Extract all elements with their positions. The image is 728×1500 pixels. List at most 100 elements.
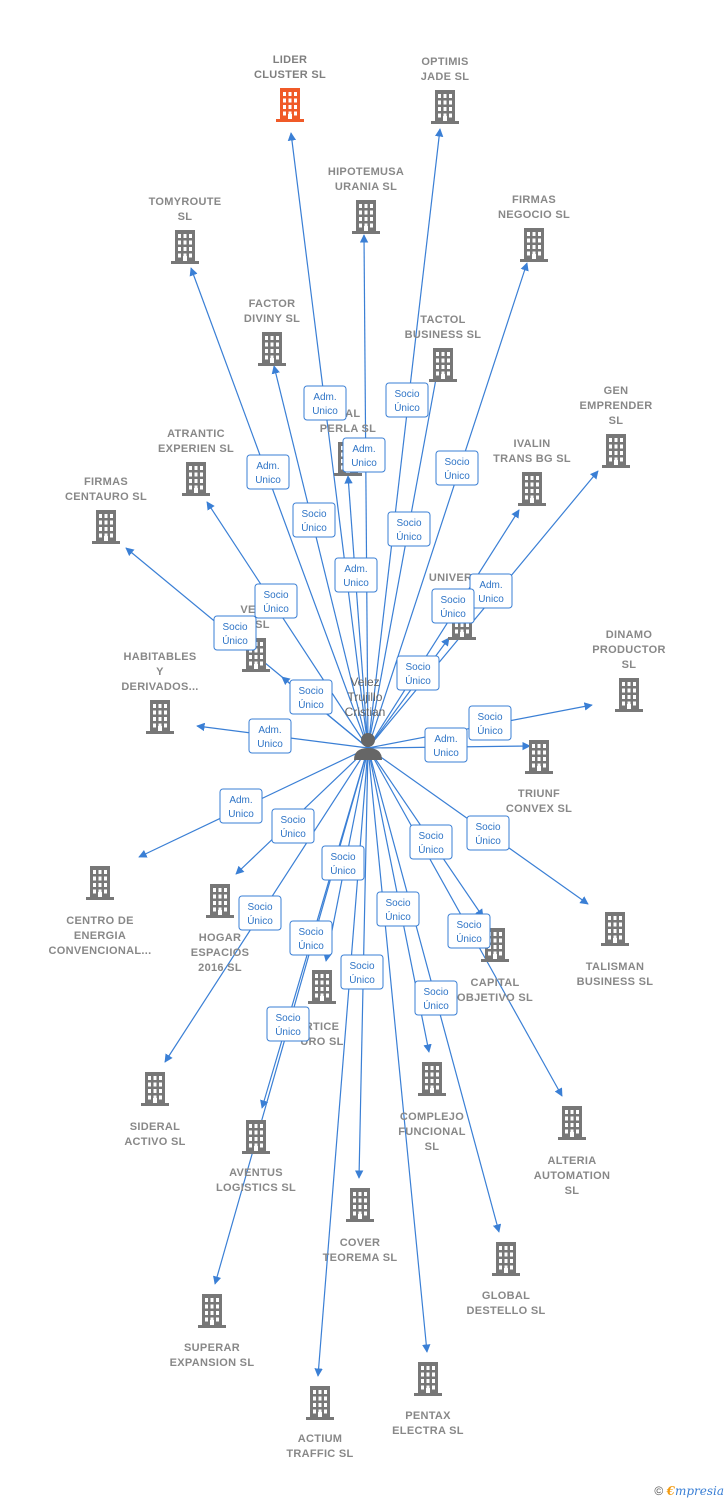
brand-logo[interactable]: €mpresia: [666, 1484, 724, 1498]
role-badge[interactable]: Adm.Unico: [246, 454, 290, 490]
role-text: Socio: [423, 987, 448, 998]
role-text: Unico: [343, 578, 369, 589]
building-icon: [418, 1062, 446, 1096]
building-icon: [492, 1242, 520, 1276]
role-text: Adm.: [258, 725, 281, 736]
building-icon: [601, 912, 629, 946]
role-badge[interactable]: Adm.Unico: [334, 557, 378, 593]
building-icon: [429, 348, 457, 382]
role-badge[interactable]: Adm.Unico: [219, 788, 263, 824]
role-text: Único: [423, 999, 449, 1012]
role-badge[interactable]: Adm.Unico: [424, 727, 468, 763]
role-text: Único: [418, 843, 444, 856]
role-text: Socio: [475, 822, 500, 833]
role-text: Socio: [222, 622, 247, 633]
edge-tomyroute: [189, 267, 369, 749]
role-text: Único: [394, 401, 420, 414]
role-badge[interactable]: Adm.Unico: [303, 385, 347, 421]
building-icon: [276, 88, 304, 122]
building-icon: [346, 1188, 374, 1222]
role-text: Unico: [433, 748, 459, 759]
edge-ivalin-trans-bg: [367, 509, 520, 749]
role-badge[interactable]: Adm.Unico: [342, 437, 386, 473]
role-text: Único: [477, 724, 503, 737]
building-icon: [306, 1386, 334, 1420]
role-text: Socio: [444, 457, 469, 468]
role-badge[interactable]: Adm.Unico: [469, 573, 513, 609]
role-badge[interactable]: Adm.Unico: [248, 718, 292, 754]
role-text: Socio: [349, 961, 374, 972]
role-text: Unico: [228, 809, 254, 820]
role-text: Socio: [330, 852, 355, 863]
role-text: Único: [298, 698, 324, 711]
role-text: Único: [456, 932, 482, 945]
edge-atrantic-experien: [206, 501, 369, 749]
role-text: Socio: [418, 831, 443, 842]
role-text: Único: [385, 910, 411, 923]
role-text: Socio: [477, 712, 502, 723]
building-icon: [206, 884, 234, 918]
role-text: Socio: [385, 898, 410, 909]
